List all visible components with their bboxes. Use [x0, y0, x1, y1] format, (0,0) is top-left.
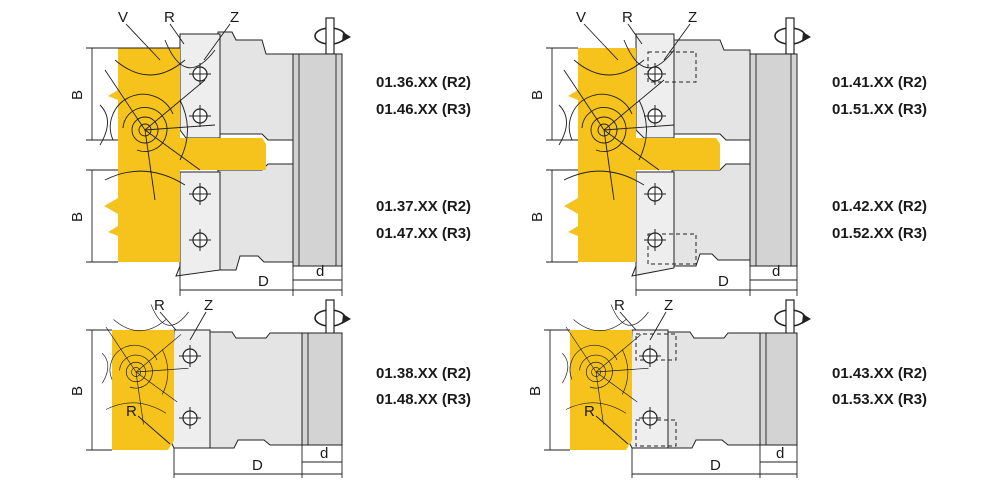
panel-2: B B V R Z D d [529, 9, 812, 296]
label-r: R [154, 297, 165, 314]
dim-d-big: D [258, 273, 269, 290]
dim-b: B [527, 386, 544, 396]
wood-workpiece [564, 48, 720, 262]
wood-workpiece [570, 330, 632, 450]
dim-d-big: D [252, 457, 263, 474]
label-z: Z [204, 297, 213, 314]
label-r-corner: R [584, 403, 595, 420]
product-code: 01.41.XX (R2) [832, 74, 928, 91]
label-r: R [164, 9, 175, 26]
product-code: 01.46.XX (R3) [376, 101, 472, 118]
dashed-insert [635, 419, 677, 447]
dim-b-upper: B [69, 90, 86, 100]
product-code: 01.52.XX (R3) [832, 225, 928, 242]
dim-b-lower: B [529, 212, 546, 222]
label-v: V [576, 9, 586, 26]
dim-b: B [69, 386, 86, 396]
label-z: Z [230, 9, 239, 26]
dim-d-small: d [320, 445, 328, 462]
cutter-shaft [301, 332, 343, 446]
cutter-body [667, 331, 761, 449]
dashed-insert [647, 233, 697, 265]
dim-d-small: d [316, 263, 324, 280]
cutter-body-upper [217, 31, 294, 141]
product-code: 01.47.XX (R3) [376, 225, 472, 242]
cutter-body-lower [217, 163, 294, 271]
product-code: 01.38.XX (R2) [376, 365, 472, 382]
label-z: Z [688, 9, 697, 26]
cutter-shaft [749, 53, 798, 267]
panel-4: B R Z R D d [527, 297, 812, 478]
dim-d-small: d [772, 263, 780, 280]
label-r: R [622, 9, 633, 26]
rotation-arrow-icon [314, 17, 352, 55]
cutter-body-lower [671, 163, 751, 267]
label-r: R [614, 297, 625, 314]
panel-3: B R Z R D d [69, 297, 352, 478]
product-code: 01.43.XX (R2) [832, 365, 928, 382]
rotation-arrow-icon [774, 299, 812, 337]
label-v: V [118, 9, 128, 26]
knife [627, 329, 669, 449]
dim-b-upper: B [529, 90, 546, 100]
dim-b-lower: B [69, 212, 86, 222]
product-code: 01.51.XX (R3) [832, 101, 928, 118]
cutter-shaft [292, 53, 343, 267]
label-r-corner: R [126, 403, 137, 420]
dim-d-small: d [776, 445, 784, 462]
dim-d-big: D [718, 273, 729, 290]
rotation-arrow-icon [314, 299, 352, 337]
label-z: Z [664, 297, 673, 314]
product-code: 01.48.XX (R3) [376, 391, 472, 408]
cutter-body [207, 331, 303, 449]
product-code: 01.42.XX (R2) [832, 198, 928, 215]
panel-1: B B V R Z D d [69, 9, 352, 296]
rotation-arrow-icon [774, 17, 812, 55]
product-code: 01.53.XX (R3) [832, 391, 928, 408]
product-code: 01.37.XX (R2) [376, 198, 472, 215]
product-code: 01.36.XX (R2) [376, 74, 472, 91]
wood-workpiece [112, 330, 174, 450]
dim-d-big: D [710, 457, 721, 474]
cutter-body-upper [671, 39, 751, 141]
wood-workpiece [104, 48, 266, 262]
